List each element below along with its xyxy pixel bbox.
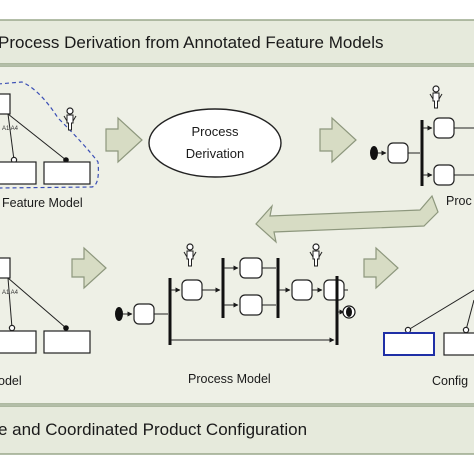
top-title-panel: [0, 19, 474, 65]
process-derivation-node: [148, 108, 282, 178]
bottom-title-panel: [0, 405, 474, 455]
feature-box: [0, 330, 37, 354]
block-arrow-icon: [71, 246, 107, 290]
root-feature-box: [0, 257, 11, 279]
feature-annotation-bottom: A1 A4: [2, 290, 19, 296]
model-label-left: odel: [0, 374, 22, 388]
activity-node: [181, 279, 203, 301]
feature-box: [43, 330, 91, 354]
activity-node: [433, 164, 455, 186]
configuration-label: Config: [432, 374, 468, 388]
process-model-label: Process Model: [188, 372, 271, 386]
feature-edge: [7, 113, 15, 161]
root-feature-box: [0, 93, 11, 115]
activity-node: [387, 142, 409, 164]
start-node-icon: [370, 146, 378, 160]
optional-feature-marker: [8, 324, 16, 332]
selected-feature-box: [383, 332, 435, 356]
feature-edge: [7, 113, 67, 161]
process-derivation-label-1: Process: [192, 124, 239, 139]
activity-node: [239, 294, 263, 316]
feature-scope-outline: [0, 81, 99, 189]
optional-feature-marker: [404, 326, 412, 334]
activity-node: [323, 279, 345, 301]
activity-node: [239, 257, 263, 279]
process-model-label-right: Proc: [446, 194, 472, 208]
block-arrow-icon: [255, 194, 439, 244]
feature-model-label: Feature Model: [2, 196, 83, 210]
block-arrow-icon: [105, 116, 143, 164]
feature-box: [443, 332, 474, 356]
top-title: Process Derivation from Annotated Featur…: [0, 33, 384, 52]
feature-box: [0, 161, 37, 185]
mandatory-feature-marker: [63, 157, 69, 163]
mandatory-feature-marker: [63, 325, 69, 331]
process-derivation-label-2: Derivation: [186, 146, 245, 161]
bottom-title: e and Coordinated Product Configuration: [0, 420, 307, 439]
optional-feature-marker: [462, 326, 470, 334]
activity-node: [433, 117, 455, 139]
activity-node: [133, 303, 155, 325]
start-node-icon: [115, 307, 123, 321]
activity-node: [291, 279, 313, 301]
feature-box: [43, 161, 91, 185]
block-arrow-icon: [319, 116, 357, 164]
block-arrow-icon: [363, 246, 399, 290]
